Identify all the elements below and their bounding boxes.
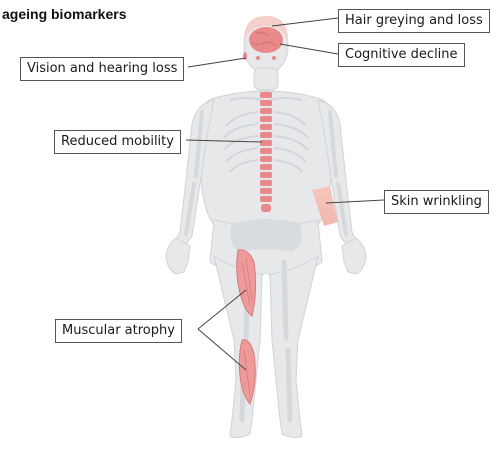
label-cognitive-decline: Cognitive decline	[338, 43, 465, 67]
brain-icon	[249, 27, 283, 53]
eye-left-icon	[256, 56, 260, 60]
label-muscular-atrophy: Muscular atrophy	[55, 319, 182, 343]
figure-title: ageing biomarkers	[2, 6, 127, 22]
label-reduced-mobility: Reduced mobility	[54, 130, 181, 154]
label-hair-greying: Hair greying and loss	[338, 9, 490, 33]
label-skin-wrinkling: Skin wrinkling	[384, 190, 489, 214]
label-vision-hearing: Vision and hearing loss	[20, 57, 184, 81]
eye-right-icon	[272, 56, 276, 60]
pelvis-bone	[230, 219, 302, 252]
